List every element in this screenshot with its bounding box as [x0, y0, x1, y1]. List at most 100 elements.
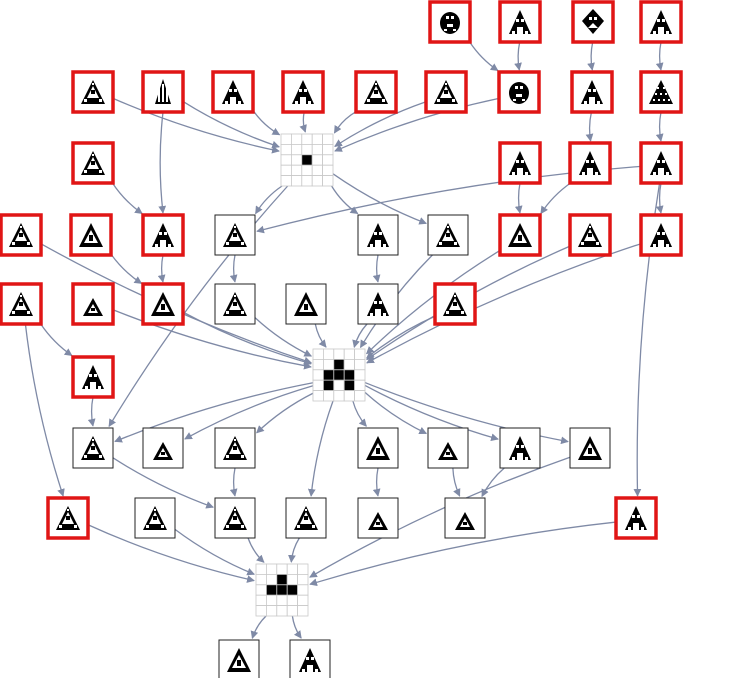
edge-H2-f6 — [364, 384, 499, 442]
edge-H2-f3 — [256, 392, 314, 434]
highlighted-node-a6[interactable] — [424, 70, 468, 114]
edge-layer — [24, 41, 664, 640]
edge-g4-H3 — [288, 537, 300, 563]
node-f1[interactable] — [72, 427, 114, 469]
node-h2[interactable] — [289, 639, 331, 678]
highlighted-node-a4[interactable] — [281, 70, 325, 114]
edge-c9-H2 — [366, 243, 642, 364]
node-f5[interactable] — [427, 427, 469, 469]
edge-f1-g3 — [112, 457, 214, 509]
highlighted-node-b2[interactable] — [498, 141, 542, 185]
node-c4[interactable] — [214, 214, 256, 256]
edge-d3-H2 — [182, 311, 312, 366]
node-g3[interactable] — [214, 497, 256, 539]
edge-t2-a7 — [514, 41, 522, 71]
highlighted-node-a5[interactable] — [354, 70, 398, 114]
node-c6[interactable] — [427, 214, 469, 256]
highlighted-node-c9[interactable] — [639, 213, 683, 257]
edge-a8-b3 — [585, 111, 594, 142]
highlighted-node-d2[interactable] — [71, 282, 115, 326]
edge-H2-f1 — [114, 382, 314, 443]
edge-c7-H2 — [366, 249, 501, 355]
node-g5[interactable] — [357, 497, 399, 539]
highlighted-node-b4[interactable] — [639, 141, 683, 185]
highlighted-node-a1[interactable] — [71, 70, 115, 114]
highlighted-node-g1[interactable] — [46, 496, 90, 540]
edge-c3-d3 — [157, 254, 166, 283]
edge-g3-H3 — [247, 537, 265, 563]
edge-H1-c4 — [255, 185, 283, 215]
highlighted-node-a3[interactable] — [211, 70, 255, 114]
node-d4[interactable] — [214, 283, 256, 325]
round-blob-icon — [440, 12, 460, 34]
edge-f6-g6 — [481, 467, 505, 498]
edge-d1-g1 — [24, 323, 65, 497]
edge-t1-a7 — [469, 41, 499, 72]
highlighted-node-c1[interactable] — [0, 213, 43, 257]
edge-H3-h2 — [291, 615, 302, 639]
edge-b2-c7 — [514, 182, 523, 214]
edge-a2-c3 — [158, 111, 167, 214]
edge-e1-f1 — [87, 396, 96, 427]
node-d5[interactable] — [285, 283, 327, 325]
edge-f5-g6 — [452, 467, 461, 497]
node-c5[interactable] — [357, 214, 399, 256]
highlighted-node-a9[interactable] — [639, 70, 683, 114]
edge-H2-f7 — [364, 381, 569, 445]
edge-a9-b4 — [655, 111, 664, 142]
highlighted-node-c2[interactable] — [69, 213, 113, 257]
edge-H1-c5 — [331, 185, 359, 215]
edge-H2-g4 — [307, 400, 334, 497]
hub-node-h2[interactable] — [312, 348, 366, 402]
edge-H2-f2 — [184, 385, 314, 440]
edge-a5-H1 — [333, 111, 357, 134]
highlighted-node-a8[interactable] — [570, 70, 614, 114]
node-g2[interactable] — [134, 497, 176, 539]
edge-H1-f1 — [108, 185, 289, 428]
highlighted-node-t2[interactable] — [498, 0, 542, 44]
node-f7[interactable] — [569, 427, 611, 469]
node-h1[interactable] — [218, 639, 260, 678]
highlighted-node-d7[interactable] — [433, 282, 477, 326]
highlighted-node-a7[interactable] — [497, 70, 541, 114]
highlighted-node-e1[interactable] — [71, 355, 115, 399]
edge-d2-H2 — [112, 309, 312, 370]
highlighted-node-d1[interactable] — [0, 282, 43, 326]
edge-d6-H2 — [352, 323, 368, 349]
node-f2[interactable] — [142, 427, 184, 469]
node-g4[interactable] — [285, 497, 327, 539]
highlighted-node-d3[interactable] — [141, 282, 185, 326]
highlighted-node-g7[interactable] — [614, 496, 658, 540]
edge-a1-H1 — [112, 97, 280, 154]
highlighted-node-t3[interactable] — [571, 0, 615, 44]
edge-g7-H3 — [309, 521, 617, 587]
edge-a3-H1 — [252, 110, 281, 136]
edge-H3-h1 — [250, 615, 267, 640]
highlighted-node-a2[interactable] — [141, 70, 185, 114]
highlighted-node-t1[interactable] — [428, 0, 472, 44]
edge-f4-g5 — [372, 467, 381, 497]
edge-g1-H3 — [87, 524, 255, 583]
edge-d7-H2 — [366, 315, 436, 359]
highlighted-node-b1[interactable] — [71, 141, 115, 185]
node-d6[interactable] — [357, 283, 399, 325]
edge-b4-c9 — [655, 182, 664, 214]
node-f6[interactable] — [499, 427, 541, 469]
edge-c4-d4 — [229, 254, 238, 283]
hub-node-h3[interactable] — [255, 563, 309, 617]
node-f4[interactable] — [357, 427, 399, 469]
highlighted-node-t4[interactable] — [639, 0, 683, 44]
highlighted-node-b3[interactable] — [568, 141, 612, 185]
highlighted-node-c7[interactable] — [498, 213, 542, 257]
highlighted-node-c8[interactable] — [568, 213, 612, 257]
edge-H1-c6 — [332, 173, 427, 225]
node-f3[interactable] — [214, 427, 256, 469]
node-g6[interactable] — [444, 497, 486, 539]
highlighted-node-c3[interactable] — [141, 213, 185, 257]
edge-t4-a9 — [655, 41, 664, 71]
round-blob-icon — [509, 82, 529, 104]
edge-H2-f4 — [352, 400, 367, 427]
edge-a6-H1 — [334, 101, 427, 147]
hub-node-h1[interactable] — [280, 133, 334, 187]
edge-a4-H1 — [299, 111, 307, 133]
